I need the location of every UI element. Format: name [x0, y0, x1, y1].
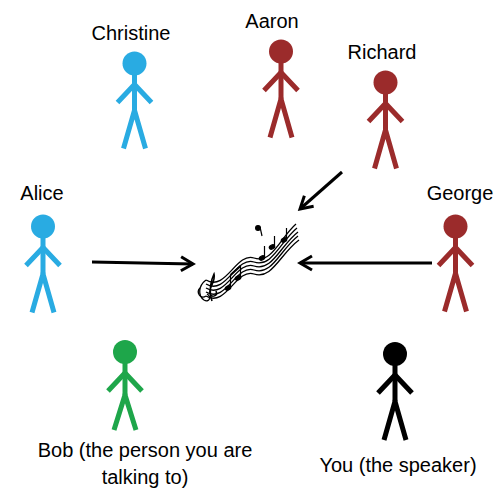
person-name: George	[426, 180, 495, 207]
figure-body	[368, 93, 402, 168]
figure-limb	[444, 273, 466, 311]
figure-head	[113, 340, 137, 364]
figure-limb	[378, 375, 412, 393]
figure-limb	[384, 401, 406, 440]
arrow	[300, 172, 342, 209]
person-name: You (the speaker)	[318, 452, 478, 479]
person-figure: Bob (the person you are talking to)	[29, 337, 261, 491]
staff-curl	[200, 280, 210, 301]
staff-line	[206, 228, 297, 286]
figure-body	[378, 365, 412, 440]
person-figure: Aaron	[244, 8, 305, 142]
person-figure: Christine	[91, 20, 172, 153]
figure-limb	[123, 110, 145, 148]
figure-limb	[270, 98, 292, 137]
figure-head	[122, 51, 146, 75]
person-name: Aaron	[244, 8, 300, 35]
figure-head	[31, 214, 55, 238]
figure-limb	[114, 395, 136, 430]
figure-limb	[26, 247, 60, 265]
staff-line	[206, 240, 299, 298]
staff-curl	[198, 288, 206, 297]
person-name: Bob (the person you are talking to)	[29, 437, 261, 491]
person-figure: Richard	[347, 39, 418, 173]
figure-head	[443, 214, 467, 238]
figure-head	[373, 70, 397, 94]
figure-body	[26, 237, 60, 312]
figure-head	[269, 39, 293, 63]
arrow	[300, 262, 432, 265]
staff-line	[206, 232, 298, 290]
person-name: Christine	[91, 20, 172, 47]
figure-limb	[438, 247, 472, 265]
music-sheet	[198, 224, 299, 301]
figure-body	[117, 74, 151, 148]
figure-body	[264, 62, 298, 137]
person-figure: You (the speaker)	[318, 339, 478, 479]
person-name: Richard	[347, 39, 418, 66]
figure-body	[108, 363, 142, 430]
arrows	[92, 172, 432, 264]
arrow	[92, 262, 193, 264]
figure-limb	[32, 273, 54, 312]
person-figure: George	[426, 180, 495, 316]
figure-limb	[374, 129, 396, 168]
figure-limb	[264, 72, 298, 90]
person-figure: Alice	[19, 180, 67, 317]
staff-line	[206, 236, 298, 294]
figure-limb	[117, 84, 151, 102]
figure-body	[438, 237, 472, 311]
person-name: Alice	[19, 180, 65, 207]
figure-head	[383, 342, 407, 366]
notes	[225, 226, 288, 291]
clef	[210, 274, 217, 301]
figure-limb	[368, 103, 402, 121]
